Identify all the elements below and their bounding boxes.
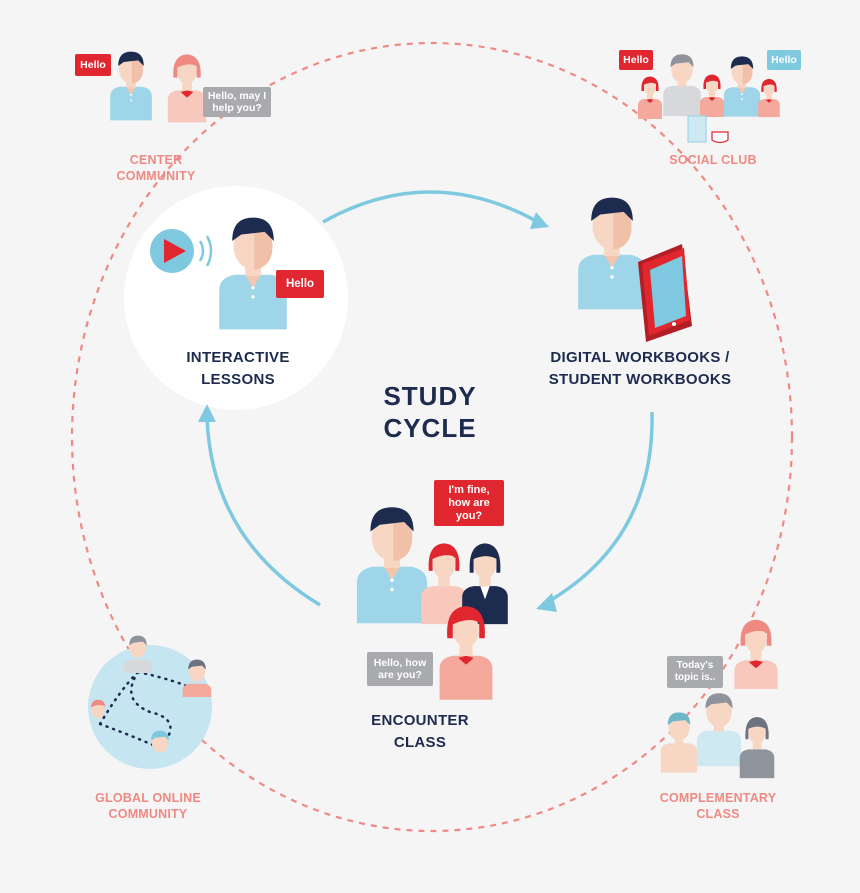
center-hello-bubble: Hello (75, 54, 111, 76)
label-workbooks-line2: STUDENT WORKBOOKS (548, 371, 732, 388)
arrow-workbooks-to-encounter (545, 411, 654, 605)
label-complementary-line1: COMPLEMENTARY (659, 791, 777, 805)
label-digital-workbooks: DIGITAL WORKBOOKS / STUDENT WORKBOOKS (520, 347, 760, 391)
title-line2: CYCLE (383, 413, 477, 443)
center-help-line1: Hello, may I (207, 90, 267, 102)
label-social-club-line1: SOCIAL CLUB (669, 153, 757, 167)
label-complementary-line2: CLASS (696, 807, 740, 821)
label-center-community: CENTER COMMUNITY (86, 152, 226, 184)
encounter-fine-line2: how are (448, 496, 490, 509)
label-interactive-lessons: INTERACTIVE LESSONS (156, 347, 320, 391)
social-club-group (638, 54, 780, 144)
encounter-fine-line1: I'm fine, (448, 483, 490, 496)
label-social-club: SOCIAL CLUB (643, 152, 783, 168)
outer-dashed-ring (70, 41, 794, 833)
complementary-topic-line2: topic is.. (674, 672, 716, 683)
complementary-class-group (660, 619, 778, 779)
arrow-interactive-to-workbooks (322, 190, 539, 224)
workbooks-student (578, 197, 646, 310)
interactive-hello-bubble: Hello (276, 270, 324, 298)
complementary-topic-bubble: Today's topic is.. (667, 656, 723, 688)
global-community-globe (88, 635, 212, 769)
encounter-how-line1: Hello, how (373, 657, 427, 669)
label-encounter-line1: ENCOUNTER (371, 712, 469, 729)
encounter-how-line2: are you? (378, 669, 422, 681)
encounter-how-bubble: Hello, how are you? (367, 652, 433, 686)
center-help-bubble: Hello, may I help you? (203, 87, 271, 117)
label-encounter-line2: CLASS (393, 734, 447, 751)
label-interactive-line2: LESSONS (201, 371, 275, 388)
title-line1: STUDY (383, 381, 477, 411)
study-cycle-title: STUDY CYCLE (350, 380, 510, 444)
center-community-man (110, 51, 152, 121)
label-encounter-class: ENCOUNTER CLASS (340, 710, 500, 754)
tablet-icon (638, 244, 692, 342)
label-global-online-community: GLOBAL ONLINE COMMUNITY (78, 790, 218, 822)
arrow-encounter-to-interactive (205, 417, 321, 607)
label-complementary-class: COMPLEMENTARY CLASS (648, 790, 788, 822)
label-workbooks-line1: DIGITAL WORKBOOKS / (550, 349, 730, 366)
center-community-woman (167, 54, 207, 123)
encounter-fine-bubble: I'm fine, how are you? (434, 480, 504, 526)
social-hello-right-bubble: Hello (767, 50, 801, 70)
label-interactive-line1: INTERACTIVE (186, 349, 290, 366)
center-help-line2: help you? (212, 102, 262, 114)
label-center-community-line1: CENTER (129, 153, 183, 167)
label-global-line1: GLOBAL ONLINE (95, 791, 201, 805)
label-center-community-line2: COMMUNITY (116, 169, 196, 183)
encounter-class-group (356, 507, 508, 700)
encounter-fine-line3: you? (455, 509, 483, 522)
label-global-line2: COMMUNITY (108, 807, 188, 821)
social-hello-left-bubble: Hello (619, 50, 653, 70)
complementary-topic-line1: Today's (676, 660, 714, 671)
